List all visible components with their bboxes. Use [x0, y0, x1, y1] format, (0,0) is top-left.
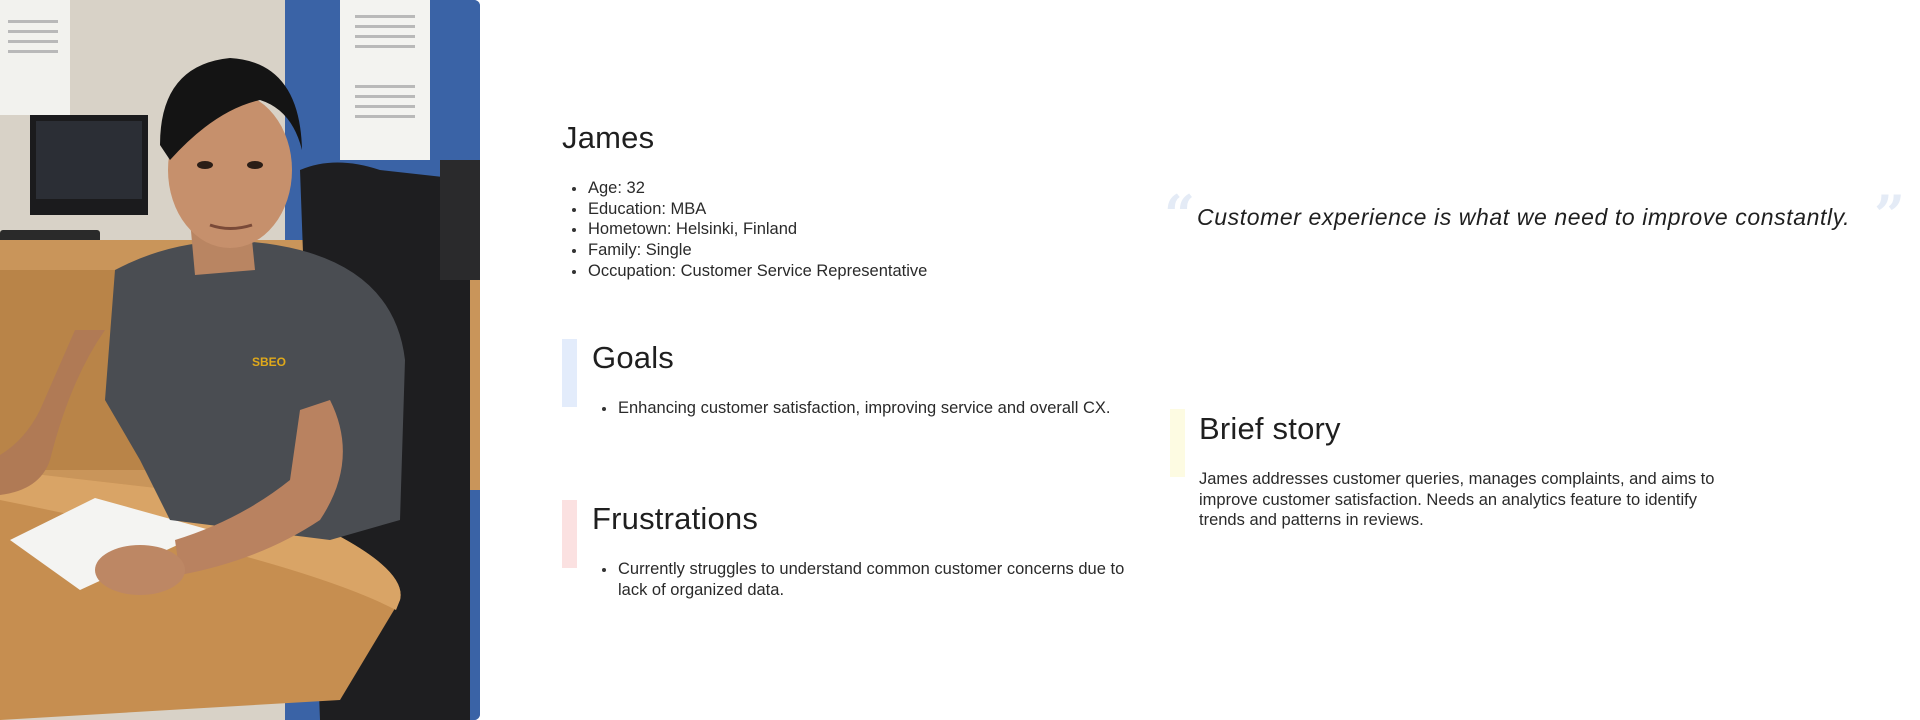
close-quote-icon: ”	[1874, 183, 1906, 247]
persona-facts: Age: 32 Education: MBA Hometown: Helsink…	[571, 178, 927, 282]
fact-education: Education: MBA	[571, 199, 927, 220]
goals-list: Enhancing customer satisfaction, improvi…	[602, 398, 1131, 419]
story-accent-bar	[1170, 409, 1185, 477]
frustrations-item: Currently struggles to understand common…	[602, 559, 1131, 600]
persona-quote: Customer experience is what we need to i…	[1197, 204, 1851, 230]
fact-age: Age: 32	[571, 178, 927, 199]
story-text: James addresses customer queries, manage…	[1199, 470, 1715, 530]
frustrations-list: Currently struggles to understand common…	[602, 559, 1131, 600]
goals-heading: Goals	[592, 340, 674, 375]
persona-photo-illustration: SBEO	[0, 0, 480, 720]
fact-hometown: Hometown: Helsinki, Finland	[571, 219, 927, 240]
frustrations-heading: Frustrations	[592, 501, 759, 536]
persona-photo: SBEO	[0, 0, 480, 720]
shirt-logo: SBEO	[252, 355, 286, 369]
open-quote-icon: “	[1164, 183, 1196, 247]
story-heading: Brief story	[1199, 411, 1341, 446]
frustrations-accent-bar	[562, 500, 577, 568]
fact-family: Family: Single	[571, 240, 927, 261]
persona-name: James	[562, 120, 655, 155]
goals-accent-bar	[562, 339, 577, 407]
fact-occupation: Occupation: Customer Service Representat…	[571, 261, 927, 282]
goals-item: Enhancing customer satisfaction, improvi…	[602, 398, 1131, 419]
